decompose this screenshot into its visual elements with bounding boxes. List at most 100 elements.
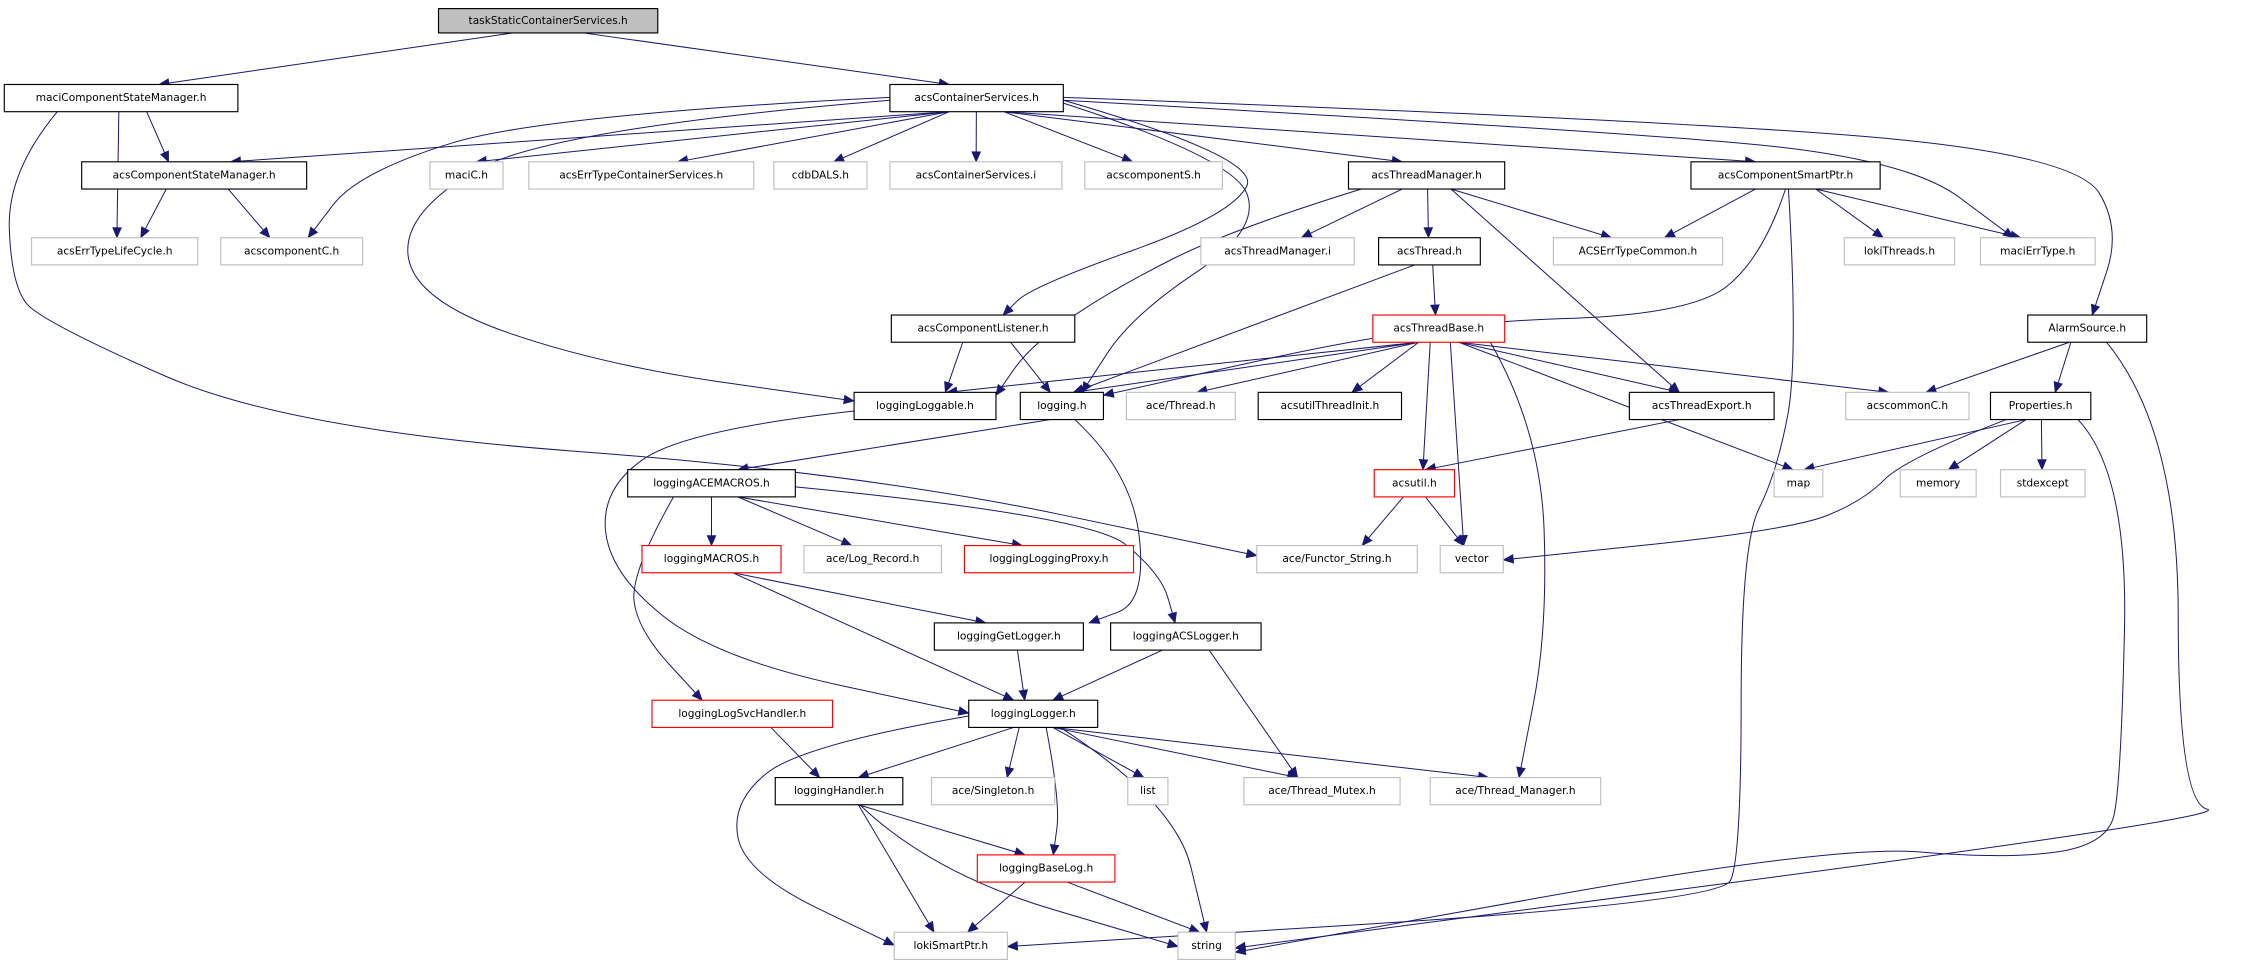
edge-line xyxy=(1074,419,1142,624)
edge-logLoggable-to-logLogger xyxy=(604,410,970,716)
node-maciCSM[interactable]: maciComponentStateManager.h xyxy=(3,83,239,113)
node-maciErrType: maciErrType.h xyxy=(1979,237,2096,266)
node-acsTB[interactable]: acsThreadBase.h xyxy=(1372,314,1506,343)
arrowhead-icon xyxy=(840,537,853,546)
node-box xyxy=(627,469,796,498)
node-acscompS: acscomponentS.h xyxy=(1084,161,1223,190)
node-acsTE[interactable]: acsThreadExport.h xyxy=(1628,391,1775,421)
arrowhead-icon xyxy=(1423,227,1434,239)
node-label: memory xyxy=(1916,477,1960,489)
node-label: string xyxy=(1191,940,1221,952)
edge-line xyxy=(1060,727,1208,933)
edge-line xyxy=(736,715,969,946)
edge-acsCSP-to-ACSErrTC xyxy=(1663,188,1756,239)
edge-acsCS-to-acsTM xyxy=(1003,111,1404,166)
node-label: acsThreadManager.i xyxy=(1224,245,1331,257)
edge-line xyxy=(946,341,1419,393)
node-logGetLogger[interactable]: loggingGetLogger.h xyxy=(933,622,1084,651)
edge-logLogger-to-aceSingleton xyxy=(1004,727,1020,779)
node-label: map xyxy=(1787,477,1811,489)
edge-alarmSource-to-acscommonC xyxy=(1925,341,2070,394)
node-box xyxy=(889,83,1064,113)
edge-line xyxy=(1449,342,1465,546)
edge-properties-to-memory xyxy=(1947,419,2027,471)
arrowhead-icon xyxy=(259,226,271,239)
node-logLoggable[interactable]: loggingLoggable.h xyxy=(853,391,997,421)
edge-line xyxy=(1003,111,1133,163)
node-logACEM[interactable]: loggingACEMACROS.h xyxy=(627,469,796,498)
arrowhead-icon xyxy=(971,151,982,163)
edge-acsCS-to-logLoggable xyxy=(407,99,890,405)
arrowhead-icon xyxy=(1049,843,1060,856)
edge-line xyxy=(1815,188,2021,239)
node-box xyxy=(429,161,504,190)
node-acsThread[interactable]: acsThread.h xyxy=(1378,237,1481,266)
node-acsCL[interactable]: acsComponentListener.h xyxy=(890,314,1076,343)
node-label: logging.h xyxy=(1037,400,1086,412)
arrowhead-icon xyxy=(1006,941,1019,951)
node-properties[interactable]: Properties.h xyxy=(1989,391,2092,421)
edge-acsCS-to-acsErrTCS xyxy=(676,111,950,165)
node-logACSLogger[interactable]: loggingACSLogger.h xyxy=(1110,622,1262,651)
edge-line xyxy=(1458,341,1889,393)
arrowhead-icon xyxy=(1245,548,1258,559)
edge-acsCSM-to-acscompC xyxy=(227,188,271,239)
node-logLSH[interactable]: loggingLogSvcHandler.h xyxy=(651,699,834,729)
node-box xyxy=(1690,161,1881,190)
edge-line xyxy=(1002,99,1249,316)
edge-line xyxy=(770,727,821,778)
node-label: loggingLogSvcHandler.h xyxy=(678,708,806,720)
node-label: loggingACEMACROS.h xyxy=(653,477,770,489)
node-aceThreadMutex: ace/Thread_Mutex.h xyxy=(1243,776,1401,806)
node-logMACROS[interactable]: loggingMACROS.h xyxy=(641,545,782,574)
edge-logACEM-to-logACSLogger xyxy=(795,486,1177,624)
edge-line xyxy=(857,804,935,933)
edge-line xyxy=(1815,188,1884,239)
edge-acsTE-to-acsutil xyxy=(1424,419,1680,473)
node-acsTM[interactable]: acsThreadManager.h xyxy=(1347,161,1506,190)
edge-line xyxy=(1450,188,1612,239)
edge-logLogger-to-logHandler xyxy=(857,726,1014,779)
node-alarmSource[interactable]: AlarmSource.h xyxy=(2027,314,2148,343)
edge-logBaseLog-to-string xyxy=(1067,881,1201,934)
node-box xyxy=(1372,314,1506,343)
node-logging[interactable]: logging.h xyxy=(1019,391,1105,421)
edge-acsTM-to-ACSErrTC xyxy=(1450,188,1613,240)
node-label: acsComponentListener.h xyxy=(917,323,1048,335)
edge-properties-to-vector xyxy=(1502,419,2007,564)
node-box xyxy=(1439,545,1504,574)
node-acsutilTI[interactable]: acsutilThreadInit.h xyxy=(1257,391,1403,421)
edge-line xyxy=(1010,341,1051,393)
node-acsutil[interactable]: acsutil.h xyxy=(1373,469,1456,498)
edge-acsCS-to-maciC xyxy=(475,111,950,166)
edge-line xyxy=(1503,419,2007,561)
arrowhead-icon xyxy=(1502,554,1515,564)
node-acsCSM[interactable]: acsComponentStateManager.h xyxy=(81,161,308,190)
node-logHandler[interactable]: loggingHandler.h xyxy=(774,776,904,806)
edge-line xyxy=(227,188,271,239)
edge-maciCSM-to-acsCSM xyxy=(146,111,170,163)
node-label: acscomponentS.h xyxy=(1106,169,1201,181)
node-label: ACSErrTypeCommon.h xyxy=(1579,245,1698,257)
node-box xyxy=(1989,391,2092,421)
node-acsTMi: acsThreadManager.i xyxy=(1200,237,1355,266)
node-box xyxy=(1347,161,1506,190)
edge-line xyxy=(633,496,703,701)
node-logBaseLog[interactable]: loggingBaseLog.h xyxy=(976,854,1116,883)
node-logLP[interactable]: loggingLoggingProxy.h xyxy=(963,545,1135,574)
node-root[interactable]: taskStaticContainerServices.h xyxy=(437,8,659,34)
edge-properties-to-stdexcept xyxy=(2037,419,2047,471)
edge-logHandler-to-lokiSmartPtr xyxy=(857,804,935,933)
edge-line xyxy=(858,726,1014,779)
node-label: acscommonC.h xyxy=(1867,400,1948,412)
arrowhead-icon xyxy=(2090,303,2101,316)
node-acsCSP[interactable]: acsComponentSmartPtr.h xyxy=(1690,161,1881,190)
node-label: loggingBaseLog.h xyxy=(999,862,1093,874)
node-box xyxy=(1125,391,1236,421)
node-label: acsutilThreadInit.h xyxy=(1281,400,1380,412)
edge-line xyxy=(1045,727,1059,855)
node-logLogger[interactable]: loggingLogger.h xyxy=(968,699,1099,729)
node-acsCS[interactable]: acsContainerServices.h xyxy=(889,83,1064,113)
arrowhead-icon xyxy=(2037,459,2047,471)
